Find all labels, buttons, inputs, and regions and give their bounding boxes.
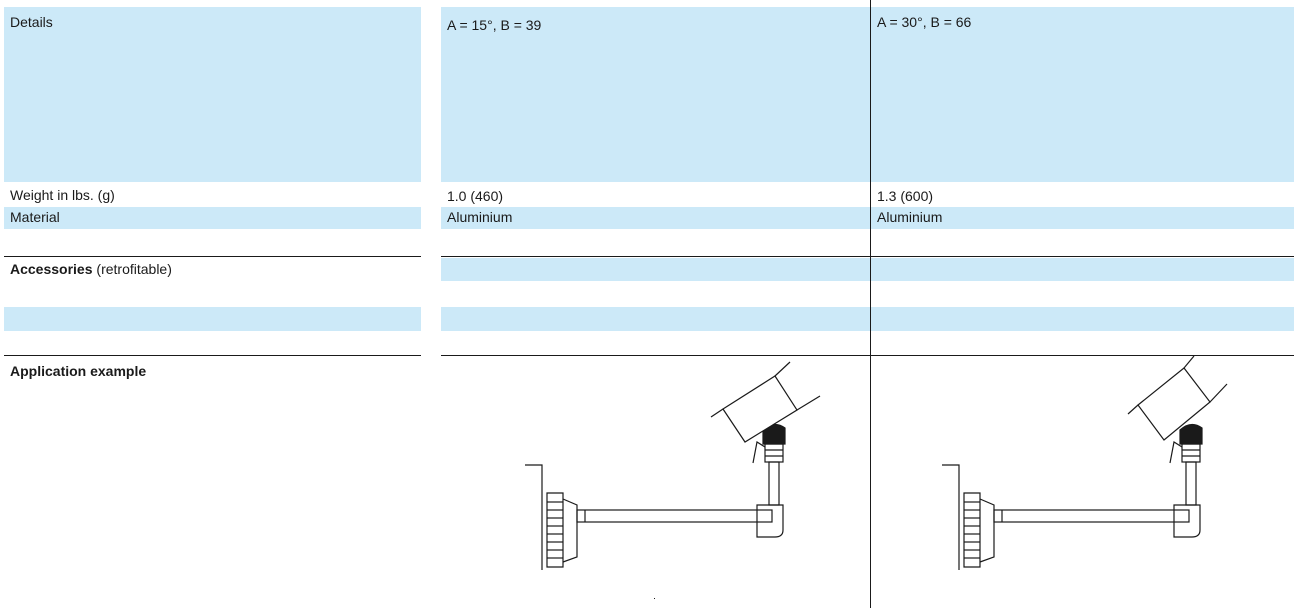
empty-row-col1 — [441, 307, 870, 331]
details-col1-cell: A = 15°, B = 39 — [441, 7, 870, 182]
empty-row-left — [4, 307, 421, 331]
details-col2-cell: A = 30°, B = 66 — [871, 7, 1294, 182]
weight-label: Weight in lbs. (g) — [10, 187, 115, 203]
material-col2-cell: Aluminium — [871, 207, 1294, 229]
accessories-label-rest: (retrofitable) — [92, 261, 172, 277]
column-divider — [870, 0, 871, 608]
weight-col1-cell: 1.0 (460) — [441, 186, 870, 206]
weight-col1-value: 1.0 (460) — [447, 188, 504, 204]
accessories-label-bold: Accessories — [10, 261, 93, 277]
stray-dot — [654, 598, 655, 599]
bellows-icon — [963, 492, 995, 568]
weight-col2-value: 1.3 (600) — [877, 188, 934, 204]
rule-application-right — [441, 355, 1294, 356]
material-col1-value: Aluminium — [447, 209, 513, 225]
material-label: Material — [10, 209, 60, 225]
details-label-cell: Details — [4, 7, 421, 182]
material-label-cell: Material — [4, 207, 421, 229]
accessories-col2-cell — [871, 258, 1294, 281]
weight-label-cell: Weight in lbs. (g) — [4, 185, 421, 205]
details-label: Details — [10, 14, 53, 30]
rule-accessories-left — [4, 256, 421, 257]
material-col1-cell: Aluminium — [441, 207, 870, 229]
accessories-col1-cell — [441, 258, 870, 281]
application-label: Application example — [10, 363, 147, 379]
rule-application-left — [4, 355, 421, 356]
application-drawing-15deg — [525, 361, 821, 570]
weight-col2-cell: 1.3 (600) — [871, 186, 1294, 206]
details-col2-value: A = 30°, B = 66 — [877, 14, 972, 30]
bellows-icon — [546, 492, 578, 568]
empty-row-col2 — [871, 307, 1294, 331]
material-col2-value: Aluminium — [877, 209, 943, 225]
rule-accessories-right — [441, 256, 1294, 257]
details-col1-value: A = 15°, B = 39 — [447, 17, 542, 33]
application-drawing-30deg — [942, 355, 1228, 570]
application-label-cell: Application example — [4, 361, 421, 383]
accessories-label-cell: Accessories (retrofitable) — [4, 259, 421, 281]
